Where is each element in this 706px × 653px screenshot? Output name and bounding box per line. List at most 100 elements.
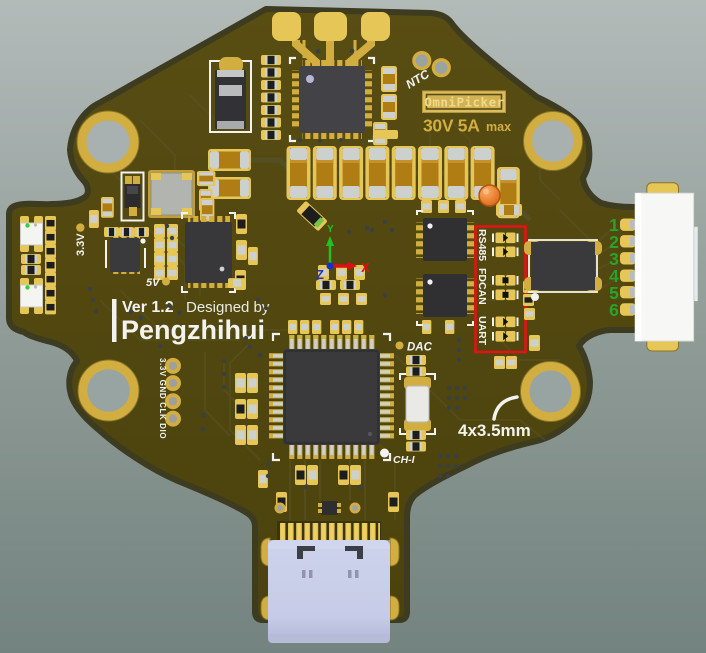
brand-badge: OmniPicker bbox=[422, 90, 506, 113]
regulator-qfn bbox=[105, 234, 146, 274]
resistor-tiny bbox=[45, 216, 56, 231]
resistor bbox=[406, 441, 426, 452]
rail-5v-label: 5V bbox=[146, 277, 161, 289]
rail-3v3-dot bbox=[76, 223, 85, 232]
resistor-tiny bbox=[45, 286, 56, 301]
orange-led bbox=[478, 184, 501, 207]
via-field bbox=[87, 48, 468, 528]
resistor bbox=[261, 67, 281, 78]
usb-notch-left bbox=[297, 546, 315, 559]
small-pad-row bbox=[421, 200, 466, 213]
capacitor-tiny bbox=[89, 210, 99, 228]
capacitor-tiny bbox=[320, 293, 331, 305]
usb-c-connector bbox=[260, 521, 400, 643]
mounting-holes bbox=[76, 110, 583, 422]
soic4-chip bbox=[524, 239, 602, 301]
diagonal-diode bbox=[297, 201, 327, 231]
capacitor-tiny bbox=[247, 399, 258, 419]
capacitor-small bbox=[381, 66, 397, 92]
capacitor-small bbox=[197, 171, 216, 187]
capacitor-tiny bbox=[154, 252, 165, 266]
capacitor-large bbox=[444, 146, 469, 200]
mcu-chip bbox=[269, 332, 394, 462]
rating-text: 30V 5A max bbox=[423, 116, 511, 136]
resistor-tiny bbox=[45, 272, 56, 287]
usb-ticks bbox=[302, 570, 359, 578]
capacitor-tiny bbox=[258, 470, 268, 488]
author-label: Pengzhihui bbox=[121, 315, 265, 345]
capacitor-tiny bbox=[529, 335, 540, 351]
gate-driver-chip bbox=[288, 56, 376, 143]
resistor bbox=[261, 130, 281, 140]
resistor-column-top bbox=[261, 55, 281, 140]
resistor-tiny bbox=[235, 399, 246, 419]
ntc-pad bbox=[412, 51, 432, 71]
capacitor-tiny bbox=[524, 308, 535, 320]
capacitor-tiny bbox=[354, 320, 364, 334]
resistor bbox=[21, 254, 41, 264]
capacitor-horizontal bbox=[208, 149, 251, 171]
resistor-tiny bbox=[338, 465, 349, 485]
pin-number-1: 1 bbox=[609, 215, 619, 235]
mcu-silkscreen-corners bbox=[271, 332, 392, 462]
pin-number-3: 3 bbox=[609, 249, 619, 269]
resistor-tiny bbox=[388, 492, 399, 512]
resistor bbox=[261, 80, 281, 90]
capacitor-tiny bbox=[154, 224, 165, 238]
esd-chip bbox=[318, 501, 341, 515]
usb-body-bottom-shade bbox=[268, 634, 390, 643]
capacitor-tiny bbox=[338, 293, 349, 305]
capacitor-large bbox=[391, 146, 416, 200]
jst-connector bbox=[634, 182, 698, 352]
capacitor-tiny bbox=[235, 425, 246, 445]
misc-near-connector bbox=[494, 204, 540, 369]
interface-label-rs485: RS485 bbox=[476, 229, 488, 261]
capacitor-tiny bbox=[288, 320, 298, 334]
ntc-pad bbox=[431, 58, 451, 78]
connector-pin bbox=[620, 252, 636, 265]
capacitor-small bbox=[381, 94, 397, 120]
pin1-dot bbox=[306, 75, 314, 83]
divider-bar bbox=[112, 299, 117, 342]
pcb-board: NTC OmniPicker 30V 5A max bbox=[6, 6, 655, 623]
capacitor-tiny bbox=[506, 356, 517, 369]
rating-label: 30V 5A bbox=[423, 116, 480, 136]
connector-pin bbox=[620, 235, 636, 248]
power-inductor bbox=[148, 170, 195, 218]
capacitor-large bbox=[312, 146, 337, 200]
interface-label-fdcan: FDCAN bbox=[476, 268, 488, 305]
dac-dot bbox=[395, 341, 404, 350]
rating-max-label: max bbox=[486, 120, 511, 134]
mounting-hole-top-left bbox=[76, 110, 140, 174]
connector-pin bbox=[620, 269, 636, 282]
polymer-capacitor bbox=[209, 57, 252, 133]
connector-pin bbox=[620, 286, 636, 299]
usb-shell-lugs bbox=[260, 537, 400, 621]
connector-pin-numbers: 1 2 3 4 5 6 bbox=[609, 215, 619, 320]
interface-annotation: RS485 FDCAN UART bbox=[474, 225, 527, 354]
capacitor-tiny bbox=[356, 293, 367, 305]
capacitor-tiny bbox=[312, 320, 322, 334]
mounting-hole-bottom-right bbox=[520, 361, 581, 422]
debug-header: 3.3V GND CLK DIO bbox=[158, 357, 181, 439]
capacitor-tiny bbox=[350, 465, 361, 485]
connector-pin bbox=[620, 303, 636, 316]
capacitor-tiny bbox=[247, 373, 258, 393]
cap-horizontal-near-redbox bbox=[496, 204, 522, 216]
silkscreen-text-block: Ver 1.2 Designed by Pengzhihui bbox=[112, 299, 270, 345]
capacitor-large bbox=[286, 146, 311, 200]
capacitor-tiny bbox=[235, 373, 246, 393]
hole-note-label: 4x3.5mm bbox=[458, 421, 531, 440]
capacitor-large bbox=[365, 146, 390, 200]
capacitor-tiny bbox=[247, 425, 258, 445]
axes-gizmo: Y X Z bbox=[316, 224, 370, 282]
interface-label-uart: UART bbox=[476, 316, 488, 346]
resistor-tiny bbox=[45, 258, 56, 273]
dac-label: DAC bbox=[407, 342, 433, 354]
resistor bbox=[406, 355, 426, 365]
resistor bbox=[21, 265, 41, 275]
pin-number-6: 6 bbox=[609, 300, 619, 320]
resistor bbox=[261, 55, 281, 65]
